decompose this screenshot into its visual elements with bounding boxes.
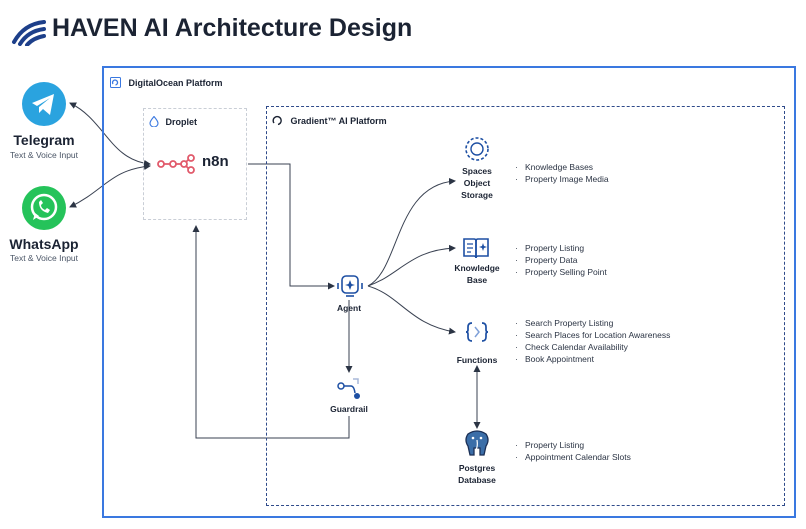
knowledge-label-line-2: Base xyxy=(466,275,488,285)
list-item: ·Check Calendar Availability xyxy=(515,342,628,352)
gradient-ai-platform-box xyxy=(266,106,785,506)
postgres-label-line-1: Postgres xyxy=(458,463,496,473)
guardrail-icon xyxy=(336,376,362,407)
digitalocean-label: DigitalOcean Platform xyxy=(128,78,223,88)
guardrail-label: Guardrail xyxy=(330,404,368,414)
digitalocean-label-row: DigitalOcean Platform xyxy=(110,73,222,91)
postgres-label-line-2: Database xyxy=(458,475,496,485)
knowledge-label-line-1: Knowledge xyxy=(454,263,500,273)
spaces-label-line-3: Storage xyxy=(461,190,493,200)
list-item: ·Knowledge Bases xyxy=(515,162,594,172)
postgres-bullets: ·Property Listing ·Appointment Calendar … xyxy=(515,439,631,463)
digitalocean-platform-box xyxy=(102,66,796,518)
spaces-label-line-1: Spaces xyxy=(462,166,492,176)
gradient-label: Gradient™ AI Platform xyxy=(290,116,387,126)
spaces-label-line-2: Object xyxy=(463,178,491,188)
whatsapp-label: WhatsApp xyxy=(9,236,79,252)
telegram-icon xyxy=(21,81,67,132)
knowledge-bullets: ·Property Listing ·Property Data ·Proper… xyxy=(515,242,607,278)
list-item: ·Property Selling Point xyxy=(515,267,607,277)
spaces-storage-label: Spaces Object Storage xyxy=(440,165,514,201)
list-item: ·Search Property Listing xyxy=(515,318,614,328)
digitalocean-icon xyxy=(110,77,121,88)
list-item: ·Book Appointment xyxy=(515,354,594,364)
droplet-label: Droplet xyxy=(165,117,197,127)
agent-label: Agent xyxy=(336,303,362,313)
knowledge-base-label: Knowledge Base xyxy=(440,262,514,286)
functions-icon xyxy=(465,320,489,349)
list-item: ·Appointment Calendar Slots xyxy=(515,452,631,462)
n8n-logo-icon xyxy=(157,154,195,179)
functions-bullets: ·Search Property Listing ·Search Places … xyxy=(515,317,670,365)
whatsapp-icon xyxy=(21,185,67,236)
whatsapp-subtitle: Text & Voice Input xyxy=(9,253,79,263)
n8n-label: n8n xyxy=(202,153,229,170)
knowledge-base-icon xyxy=(462,236,490,265)
agent-icon xyxy=(336,271,364,304)
list-item: ·Property Data xyxy=(515,255,578,265)
gradient-icon xyxy=(272,115,282,126)
haven-logo-icon xyxy=(10,16,46,51)
gradient-label-row: Gradient™ AI Platform xyxy=(272,111,387,129)
postgres-label: Postgres Database xyxy=(440,462,514,486)
droplet-box xyxy=(143,108,247,220)
telegram-label: Telegram xyxy=(13,132,75,148)
list-item: ·Property Image Media xyxy=(515,174,609,184)
list-item: ·Search Places for Location Awareness xyxy=(515,330,671,340)
functions-label: Functions xyxy=(456,355,498,365)
droplet-icon xyxy=(149,115,159,128)
spaces-bullets: ·Knowledge Bases ·Property Image Media xyxy=(515,161,609,185)
droplet-label-row: Droplet xyxy=(149,112,197,130)
list-item: ·Property Listing xyxy=(515,440,585,450)
page-title: HAVEN AI Architecture Design xyxy=(52,14,413,42)
telegram-subtitle: Text & Voice Input xyxy=(9,150,79,160)
list-item: ·Property Listing xyxy=(515,243,585,253)
postgres-elephant-icon xyxy=(462,428,492,463)
spaces-storage-icon xyxy=(464,136,490,167)
